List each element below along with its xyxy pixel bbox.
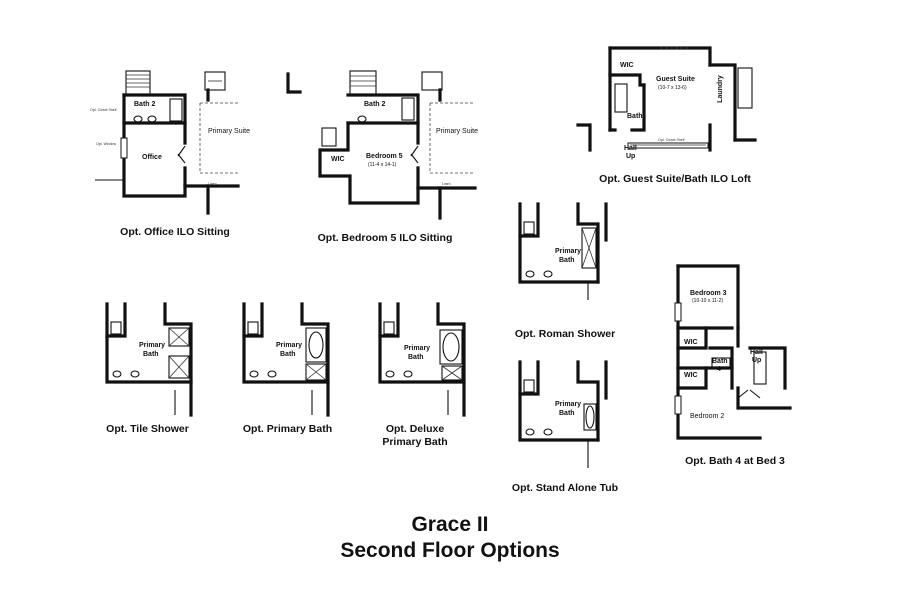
bath4-floorplan-drawing (674, 264, 792, 440)
plan-caption: Opt. Bedroom 5 ILO Sitting (317, 232, 453, 244)
plan-bath4: Bedroom 3 (10-10 x 11-2) WIC WIC Bath 4 … (660, 248, 792, 448)
room-label: WIC (684, 339, 698, 346)
room-label: Bath (627, 113, 643, 120)
plan-standalone-tub: Primary Bath (508, 358, 618, 468)
plan-caption: Primary Bath (382, 436, 448, 448)
room-dimension: (11-4 x 14-1) (368, 162, 397, 168)
room-label: Bath (280, 351, 296, 358)
room-label: Primary (555, 401, 582, 408)
room-label: Laundry (716, 75, 724, 103)
plan-caption: Opt. Office ILO Sitting (120, 226, 230, 238)
page-subtitle: Second Floor Options (340, 539, 560, 562)
plan-tile-shower: Primary Bath (95, 300, 195, 417)
note-label: Opt. Closet Shelf (658, 138, 685, 142)
room-label: WIC (684, 372, 698, 379)
room-label: Bedroom 3 (690, 290, 727, 297)
plan-caption: Opt. Primary Bath (242, 423, 333, 435)
room-label: Up (626, 153, 636, 160)
deluxe-bath-floorplan-drawing (378, 302, 466, 417)
office-floorplan-drawing (95, 70, 240, 215)
room-label: Primary (276, 342, 303, 349)
plan-caption: Opt. Roman Shower (514, 328, 616, 340)
room-label: Primary (555, 248, 582, 255)
room-label: Bath (712, 358, 728, 365)
room-label: WIC (620, 62, 634, 69)
room-label: Hall (624, 145, 637, 152)
room-label: Primary (404, 345, 431, 352)
note-label: Opt. Closet Shelf (90, 108, 117, 112)
plan-roman-shower: Primary Bath (508, 200, 618, 300)
room-label: Primary Suite (436, 128, 479, 135)
tile-shower-floorplan-drawing (105, 302, 193, 417)
plan-caption: Opt. Guest Suite/Bath ILO Loft (599, 173, 751, 185)
note-label: Linen (442, 182, 451, 186)
plan-bedroom5: Bath 2 WIC Bedroom 5 (11-4 x 14-1) Prima… (280, 68, 479, 220)
room-label: Bath (408, 354, 424, 361)
plan-primary-bath: Primary Bath (232, 300, 332, 417)
plan-guest: WIC Guest Suite (10-7 x 13-6) Bath Laund… (570, 40, 770, 160)
room-label: Bedroom 2 (690, 413, 725, 420)
standalone-tub-floorplan-drawing (518, 360, 608, 468)
page-title: Grace II (411, 513, 489, 536)
plan-deluxe-bath: Primary Bath (368, 300, 468, 417)
room-label: Bath (559, 410, 575, 417)
plan-caption: Opt. Bath 4 at Bed 3 (685, 455, 785, 467)
room-label: Bath (143, 351, 159, 358)
room-label: Bath 2 (134, 101, 156, 108)
room-label: Bedroom 5 (366, 153, 403, 160)
plan-caption: Opt. Stand Alone Tub (511, 482, 619, 494)
plan-caption: Opt. Tile Shower (106, 423, 189, 435)
plan-caption: Opt. Deluxe (385, 423, 445, 435)
room-label: Primary (139, 342, 166, 349)
note-label: Linen (208, 182, 217, 186)
room-label: Primary Suite (208, 128, 251, 135)
room-label: Guest Suite (656, 76, 695, 83)
plan-office: Bath 2 Office Primary Suite Opt. Closet … (90, 68, 250, 218)
room-label: Bath 2 (364, 101, 386, 108)
room-dimension: (10-10 x 11-2) (692, 298, 724, 304)
bedroom5-floorplan-drawing (286, 70, 477, 220)
room-label: Up (752, 357, 762, 364)
room-label: 4 (717, 366, 721, 373)
room-dimension: (10-7 x 13-6) (658, 85, 687, 91)
note-label: Opt. Window (96, 142, 117, 146)
primary-bath-floorplan-drawing (242, 302, 330, 417)
room-label: Hall (750, 349, 763, 356)
room-label: Bath (559, 257, 575, 264)
room-label: Office (142, 154, 162, 161)
room-label: WIC (331, 156, 345, 163)
roman-shower-floorplan-drawing (518, 202, 608, 300)
guest-floorplan-drawing (576, 46, 757, 152)
